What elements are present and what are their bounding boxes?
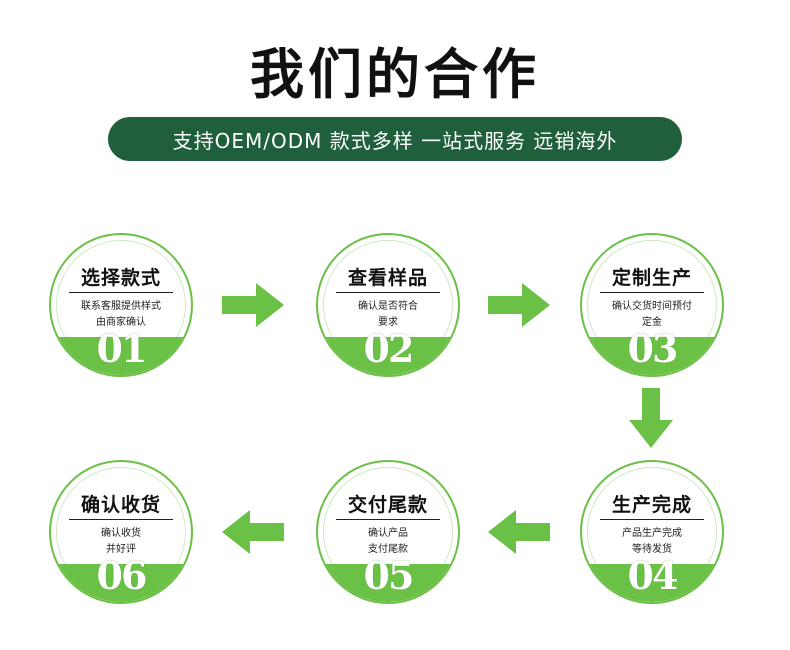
step-description: 产品生产完成 等待发货: [592, 526, 712, 558]
step-03: 定制生产 确认交货时间预付 定金 03: [580, 233, 724, 377]
step-desc-line: 支付尾款: [368, 544, 408, 555]
step-number: 05: [363, 553, 415, 598]
banner: 支持OEM/ODM 款式多样 一站式服务 远销海外: [108, 117, 682, 161]
step-01: 选择款式 联系客服提供样式 由商家确认 01: [49, 233, 193, 377]
arrow-down-icon: [629, 388, 673, 448]
step-desc-line: 并好评: [106, 544, 136, 555]
step-number: 06: [96, 553, 148, 598]
step-02: 查看样品 确认是否符合 要求 02: [316, 233, 460, 377]
step-description: 确认是否符合 要求: [328, 299, 448, 331]
step-desc-line: 定金: [642, 317, 662, 328]
step-desc-line: 产品生产完成: [622, 528, 682, 539]
divider: [600, 292, 704, 293]
step-title: 交付尾款: [347, 494, 428, 516]
step-title: 定制生产: [611, 267, 692, 289]
wave-decoration: [318, 337, 458, 375]
arrow-left-icon: [488, 510, 550, 554]
step-number: 02: [363, 326, 415, 371]
step-description: 确认收货 并好评: [61, 526, 181, 558]
step-05: 交付尾款 确认产品 支付尾款 05: [316, 460, 460, 604]
wave-decoration: [51, 564, 191, 602]
step-title: 确认收货: [80, 494, 161, 516]
step-number: 04: [627, 553, 679, 598]
arrow-right-icon: [488, 283, 550, 327]
step-desc-line: 确认收货: [101, 528, 141, 539]
step-title: 生产完成: [611, 494, 692, 516]
divider: [69, 292, 173, 293]
step-title: 查看样品: [347, 267, 428, 289]
step-description: 确认产品 支付尾款: [328, 526, 448, 558]
step-desc-line: 要求: [378, 317, 398, 328]
divider: [69, 519, 173, 520]
step-06: 确认收货 确认收货 并好评 06: [49, 460, 193, 604]
step-desc-line: 确认是否符合: [358, 301, 418, 312]
wave-decoration: [582, 564, 722, 602]
step-title: 选择款式: [80, 267, 161, 289]
step-desc-line: 确认交货时间预付: [612, 301, 692, 312]
step-number: 01: [96, 326, 148, 371]
step-desc-line: 确认产品: [368, 528, 408, 539]
divider: [600, 519, 704, 520]
step-number: 03: [627, 326, 679, 371]
step-description: 确认交货时间预付 定金: [592, 299, 712, 331]
step-desc-line: 等待发货: [632, 544, 672, 555]
wave-decoration: [51, 337, 191, 375]
arrow-right-icon: [222, 283, 284, 327]
wave-decoration: [318, 564, 458, 602]
arrow-left-icon: [222, 510, 284, 554]
wave-decoration: [582, 337, 722, 375]
divider: [336, 519, 440, 520]
step-description: 联系客服提供样式 由商家确认: [61, 299, 181, 331]
step-04: 生产完成 产品生产完成 等待发货 04: [580, 460, 724, 604]
step-desc-line: 由商家确认: [96, 317, 146, 328]
divider: [336, 292, 440, 293]
step-desc-line: 联系客服提供样式: [81, 301, 161, 312]
page-title: 我们的合作: [250, 43, 540, 106]
